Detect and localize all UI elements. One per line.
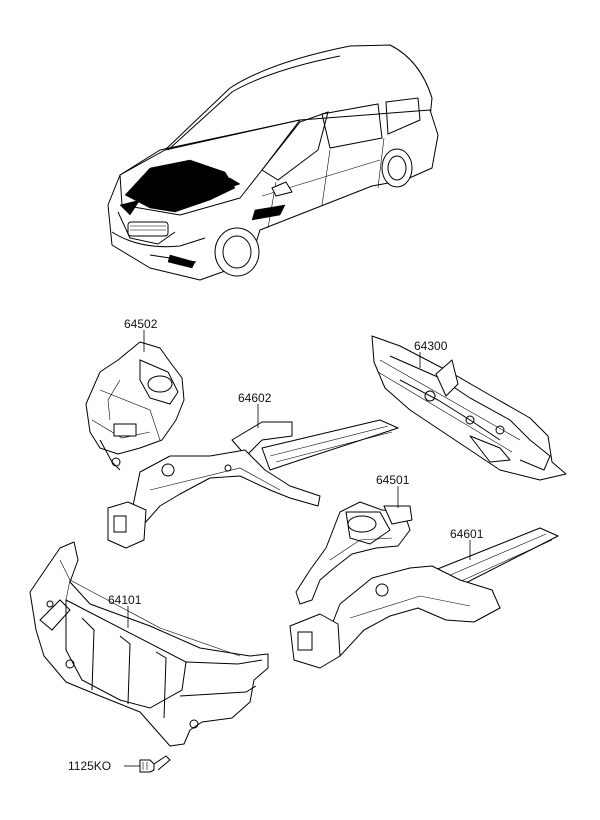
label-64101: 64101 [108,593,142,607]
label-1125KO: 1125KO [68,759,111,773]
part-64601-side-member [289,527,559,669]
label-64300: 64300 [414,339,448,353]
part-64602-side-member [107,404,399,549]
part-64501-fender-apron [295,486,413,605]
label-64501: 64501 [376,473,410,487]
label-64502: 64502 [124,317,158,331]
part-64300-dash-panel [371,335,567,481]
part-64101-radiator-support [29,541,269,747]
label-64602: 64602 [238,391,272,405]
vehicle-illustration [107,44,439,281]
part-1125KO-bolt [124,755,171,773]
part-64502-fender-apron [85,330,185,471]
label-64601: 64601 [450,527,484,541]
